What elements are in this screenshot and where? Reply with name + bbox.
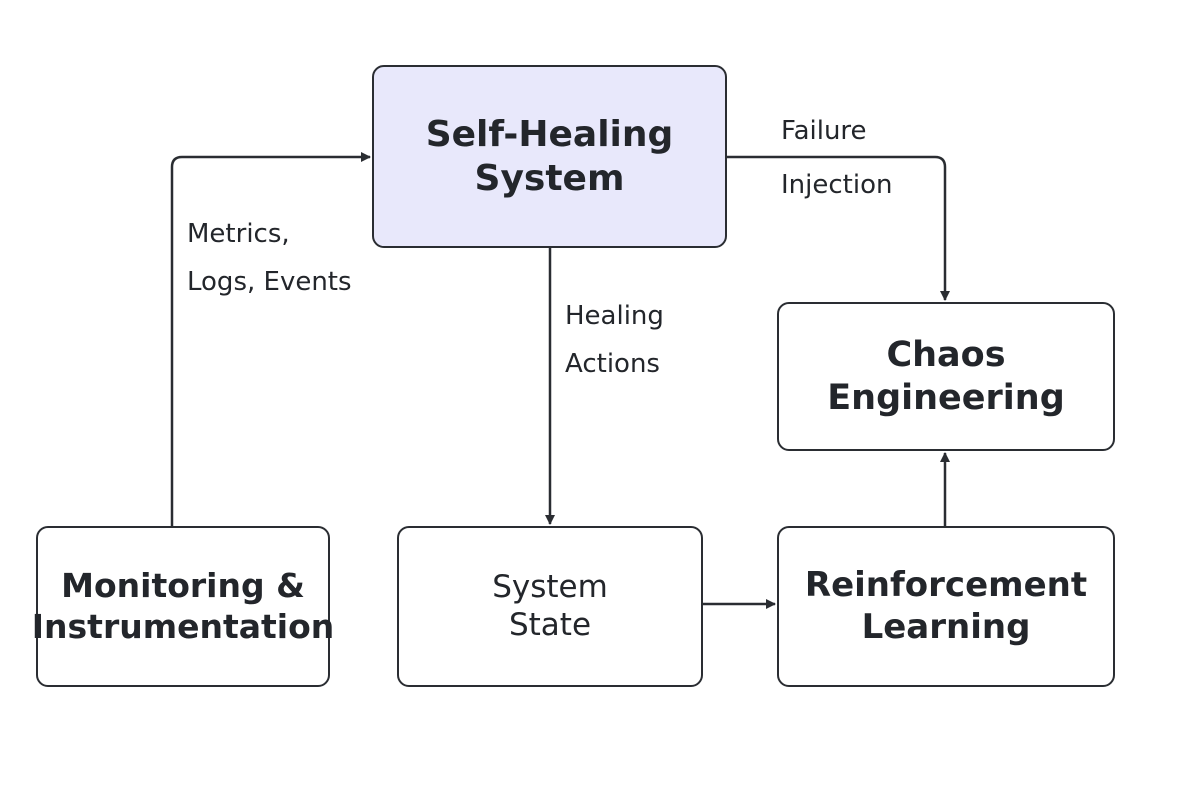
node-chaos-engineering: Chaos Engineering: [777, 302, 1115, 451]
edge-label-metrics-line2: Logs, Events: [187, 267, 352, 297]
edge-label-failure-line1: Failure: [781, 116, 867, 146]
edge-label-failure-injection: Failure Injection: [781, 104, 892, 212]
edge-label-healing-actions: Healing Actions: [565, 292, 664, 388]
node-rl-line2: Learning: [861, 606, 1031, 647]
node-self-healing-system: Self-Healing System: [372, 65, 727, 248]
node-monitoring-line1: Monitoring &: [61, 566, 305, 606]
arrow-failure-injection: [727, 155, 950, 301]
node-system-state: System State: [397, 526, 703, 687]
node-chaos-line2: Engineering: [827, 377, 1065, 418]
edge-label-metrics: Metrics, Logs, Events: [187, 210, 352, 306]
node-monitoring-instrumentation: Monitoring & Instrumentation: [32, 526, 334, 687]
arrow-metrics: [170, 152, 371, 526]
node-reinforcement-learning: Reinforcement Learning: [777, 526, 1115, 687]
edge-label-metrics-line1: Metrics,: [187, 219, 290, 249]
edge-label-healing-line1: Healing: [565, 301, 664, 331]
edge-label-healing-line2: Actions: [565, 349, 660, 379]
node-self-healing-line2: System: [474, 157, 625, 199]
node-rl-line1: Reinforcement: [804, 565, 1088, 606]
node-state-line1: System: [492, 568, 608, 605]
edge-label-failure-line2: Injection: [781, 170, 893, 200]
node-chaos-line1: Chaos: [886, 334, 1006, 375]
node-monitoring-line2: Instrumentation: [31, 606, 335, 646]
node-self-healing-line1: Self-Healing: [425, 113, 674, 155]
node-state-line2: State: [508, 606, 592, 643]
